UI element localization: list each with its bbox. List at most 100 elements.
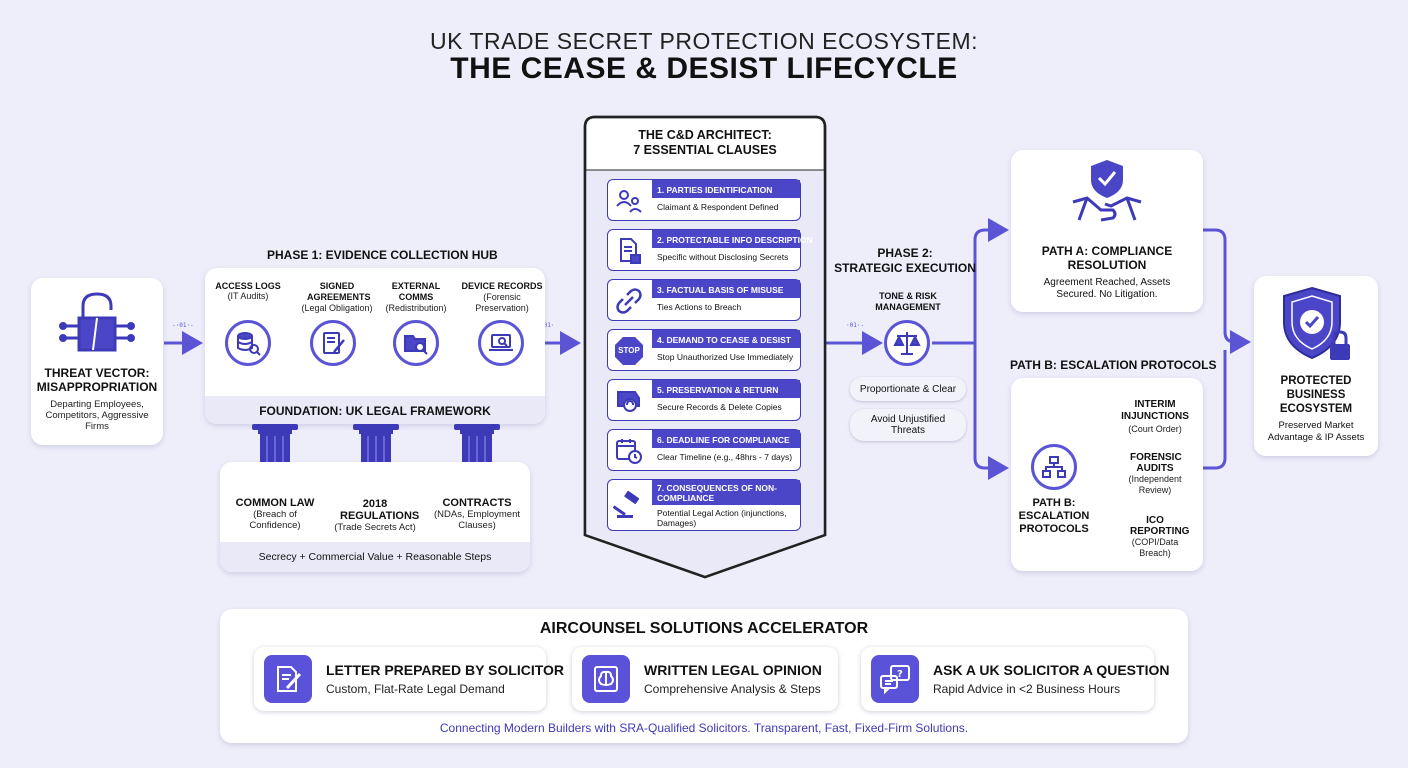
accelerator-title: AIRCOUNSEL SOLUTIONS ACCELERATOR (539, 620, 869, 637)
item-sub: (COPI/Data Breach) (1131, 537, 1179, 558)
clause-desc: Potential Legal Action (injunctions, Dam… (657, 508, 787, 528)
clause-title: 5. PRESERVATION & RETURN (652, 380, 800, 398)
protected-ecosystem-card: PROTECTED BUSINESS ECOSYSTEM Preserved M… (1254, 276, 1378, 456)
scales-icon (884, 320, 930, 366)
brain-document-icon (582, 655, 630, 703)
architect-title-line2: 7 ESSENTIAL CLAUSES (633, 143, 777, 157)
card-sub: Custom, Flat-Rate Legal Demand (326, 682, 505, 696)
locked-document-icon (612, 235, 646, 267)
card-title: LETTER PREPARED BY SOLICITOR (326, 662, 565, 678)
folder-search-icon (393, 320, 439, 366)
phase2-title-line1: PHASE 2: (877, 246, 933, 260)
clause-desc: Ties Actions to Breach (657, 302, 742, 312)
pillar-title: COMMON LAW (235, 497, 315, 509)
svg-text:-·01·-: -·01·- (172, 322, 194, 329)
shield-check-lock-icon (1283, 286, 1350, 360)
signed-document-icon (310, 320, 356, 366)
laptop-search-icon (478, 320, 524, 366)
path-b-header: PATH B: ESCALATION PROTOCOLS (1010, 358, 1217, 372)
clause-title: 6. DEADLINE FOR COMPLIANCE (652, 430, 800, 448)
path-a-to-protected (1203, 228, 1251, 354)
svg-text:·01·-: ·01·- (846, 322, 864, 329)
shield-handshake-icon (1072, 160, 1142, 222)
broken-lock-circuit-icon (59, 292, 135, 352)
item-sub: (Court Order) (1128, 424, 1182, 434)
clause-preservation-return: 5. PRESERVATION & RETURN Secure Records … (607, 379, 801, 421)
pillar-sub: (Trade Secrets Act) (334, 522, 416, 533)
step-title: EXTERNAL COMMS (391, 281, 441, 302)
page-title-line2: THE CEASE & DESIST LIFECYCLE (450, 52, 958, 85)
step-sub: (IT Audits) (227, 291, 269, 301)
branch-to-path-b (973, 343, 1009, 480)
item-title: FORENSIC AUDITS (1130, 452, 1182, 474)
path-b-forensic-audits: FORENSIC AUDITS (Independent Review) (1120, 452, 1190, 496)
protected-title: PROTECTED BUSINESS ECOSYSTEM (1279, 375, 1353, 415)
clause-title: 7. CONSEQUENCES OF NON-COMPLIANCE (652, 480, 800, 505)
protected-desc: Preserved Market Advantage & IP Assets (1267, 420, 1365, 443)
threat-title-line1: THREAT VECTOR: (44, 366, 150, 380)
path-a-card: PATH A: COMPLIANCE RESOLUTION Agreement … (1011, 150, 1203, 312)
accelerator-card-question[interactable]: ? ASK A UK SOLICITOR A QUESTION Rapid Ad… (861, 647, 1169, 711)
step-sub: (Forensic Preservation) (475, 292, 529, 313)
clause-demand-cease: STOP 4. DEMAND TO CEASE & DESIST Stop Un… (607, 329, 801, 371)
item-sub: (Independent Review) (1128, 474, 1182, 495)
clause-protectable-info: 2. PROTECTABLE INFO DESCRIPTION Specific… (607, 229, 813, 271)
path-b-node-title: PATH B: ESCALATION PROTOCOLS (1018, 497, 1090, 535)
pillar-title: CONTRACTS (442, 497, 512, 509)
step-title: DEVICE RECORDS (461, 281, 543, 291)
pillars-footer: Secrecy + Commercial Value + Reasonable … (258, 551, 492, 563)
svg-text:·01·: ·01· (540, 322, 554, 329)
card-title: ASK A UK SOLICITOR A QUESTION (933, 662, 1170, 678)
pillar-sub: (Breach of Confidence) (249, 509, 301, 531)
architect-title-line1: THE C&D ARCHITECT: (638, 128, 772, 142)
item-title: INTERIM INJUNCTIONS (1121, 399, 1189, 422)
path-a-title: PATH A: COMPLIANCE RESOLUTION (1041, 244, 1173, 272)
clause-desc: Stop Unauthorized Use Immediately (657, 352, 794, 362)
path-a-desc: Agreement Reached, Assets Secured. No Li… (1043, 277, 1171, 300)
phase1-title: PHASE 1: EVIDENCE COLLECTION HUB (267, 248, 498, 262)
phase1-step-device-records: DEVICE RECORDS (Forensic Preservation) (458, 281, 546, 314)
stop-sign-label: STOP (618, 346, 640, 355)
branch-to-path-a (932, 218, 1009, 345)
card-sub: Comprehensive Analysis & Steps (644, 682, 821, 696)
people-exchange-icon (612, 185, 646, 217)
pillar-title: 2018 REGULATIONS (340, 498, 420, 522)
accelerator-card-opinion[interactable]: WRITTEN LEGAL OPINION Comprehensive Anal… (572, 647, 838, 711)
clause-desc: Specific without Disclosing Secrets (657, 252, 789, 262)
pillar-common-law: COMMON LAW (Breach of Confidence) (226, 497, 324, 532)
foundation-label: FOUNDATION: UK LEGAL FRAMEWORK (259, 404, 491, 418)
card-title: WRITTEN LEGAL OPINION (644, 662, 822, 678)
svg-text:?: ? (897, 669, 903, 680)
clause-parties-identification: 1. PARTIES IDENTIFICATION Claimant & Res… (607, 179, 801, 221)
clause-deadline: 6. DEADLINE FOR COMPLIANCE Clear Timelin… (607, 429, 801, 471)
pillar-sub: (NDAs, Employment Clauses) (433, 509, 521, 531)
phase2-title-line2: STRATEGIC EXECUTION (834, 261, 976, 275)
accelerator-card-letter[interactable]: LETTER PREPARED BY SOLICITOR Custom, Fla… (254, 647, 564, 711)
clause-title: 3. FACTUAL BASIS OF MISUSE (652, 280, 800, 298)
pillar-2018-regulations: 2018 REGULATIONS (Trade Secrets Act) (330, 498, 420, 534)
clause-desc: Claimant & Respondent Defined (657, 202, 779, 212)
page-title-line1: UK TRADE SECRET PROTECTION ECOSYSTEM: (429, 28, 978, 54)
chat-question-icon: ? (871, 655, 919, 703)
step-sub: (Legal Obligation) (301, 303, 373, 313)
item-title: ICO REPORTING (1130, 515, 1190, 537)
clause-factual-basis: 3. FACTUAL BASIS OF MISUSE Ties Actions … (607, 279, 801, 321)
pill-proportionate: Proportionate & Clear (850, 377, 966, 401)
phase1-step-signed-agreements: SIGNED AGREEMENTS (Legal Obligation) (295, 281, 379, 314)
gavel-icon (612, 490, 646, 522)
path-b-ico-reporting: ICO REPORTING (COPI/Data Breach) (1120, 515, 1190, 559)
card-sub: Rapid Advice in <2 Business Hours (933, 682, 1121, 696)
phase1-step-external-comms: EXTERNAL COMMS (Redistribution) (378, 281, 454, 314)
clause-desc: Secure Records & Delete Copies (657, 402, 782, 412)
accelerator-footer: Connecting Modern Builders with SRA-Qual… (439, 721, 969, 735)
tone-risk-title: TONE & RISK MANAGEMENT (875, 291, 941, 312)
threat-title-line2: MISAPPROPRIATION (36, 380, 158, 394)
phase1-step-access-logs: ACCESS LOGS (IT Audits) (207, 281, 289, 301)
path-b-interim-injunctions: INTERIM INJUNCTIONS (Court Order) (1120, 399, 1190, 435)
step-sub: (Redistribution) (385, 303, 447, 313)
clause-consequences: 7. CONSEQUENCES OF NON-COMPLIANCE Potent… (607, 479, 801, 531)
hierarchy-icon (1031, 444, 1077, 490)
pill-avoid-threats: Avoid Unjustified Threats (850, 409, 966, 441)
clause-title: 2. PROTECTABLE INFO DESCRIPTION (652, 230, 813, 248)
clause-title: 1. PARTIES IDENTIFICATION (652, 180, 800, 198)
